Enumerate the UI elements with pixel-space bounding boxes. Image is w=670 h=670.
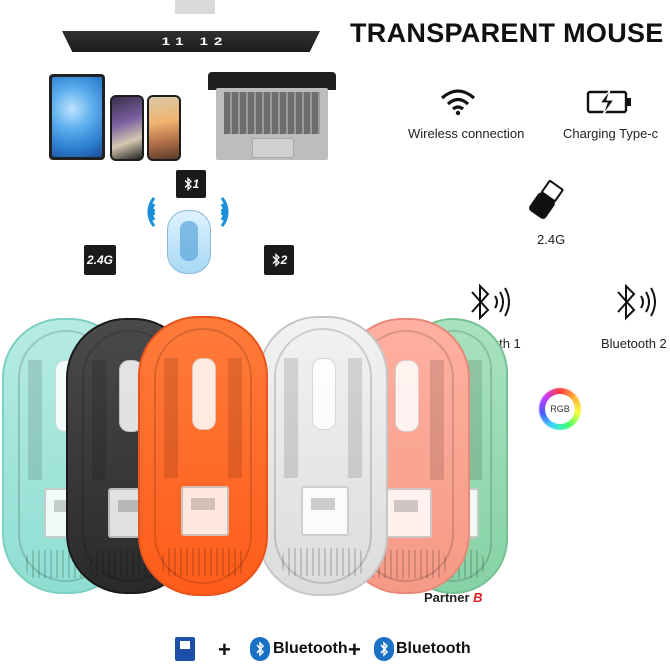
laptop-trackpad <box>252 138 294 158</box>
bluetooth-icon <box>617 283 656 321</box>
bluetooth-word: Bluetooth <box>396 640 471 657</box>
bluetooth-icon <box>272 253 280 267</box>
bluetooth2-badge: 2 <box>264 245 294 275</box>
bluetooth1-badge-label: 1 <box>192 177 200 191</box>
wireless-connection-label: Wireless connection <box>408 126 525 141</box>
plus-sign: + <box>218 637 231 662</box>
laptop-image <box>208 72 336 90</box>
laptop-keyboard <box>224 92 320 134</box>
charging-type-c-label: Charging Type-c <box>563 126 659 141</box>
monitor-text: 11 12 <box>161 35 229 48</box>
partner-logo: B <box>473 590 483 605</box>
phone-image <box>147 95 181 161</box>
wifi-icon <box>440 89 476 116</box>
phone-image <box>110 95 144 161</box>
small-mouse-image <box>167 210 211 274</box>
bluetooth-icon <box>184 177 192 191</box>
mouse-white-image <box>258 316 388 596</box>
bluetooth1-badge: 1 <box>176 170 206 198</box>
rgb-label: RGB <box>545 394 575 424</box>
partner-label: Partner B <box>424 590 483 605</box>
wifi-right-icon <box>220 197 229 227</box>
bluetooth2-badge-label: 2 <box>280 253 288 267</box>
receiver-24g-label: 2.4G <box>537 232 566 247</box>
battery-charging-icon <box>586 89 631 116</box>
bluetooth2-label: Bluetooth 2 <box>601 336 667 351</box>
usb-receiver-icon <box>529 180 564 219</box>
partner-text: Partner <box>424 590 470 605</box>
usb-icon <box>175 637 195 661</box>
monitor-stand <box>175 0 215 14</box>
bluetooth-icon <box>250 637 270 661</box>
bluetooth-icon <box>471 283 510 321</box>
bluetooth-word: Bluetooth <box>273 640 348 657</box>
page-title: TRANSPARENT MOUSE <box>350 18 664 48</box>
wifi-left-icon <box>147 197 156 227</box>
g24-badge: 2.4G <box>84 245 116 275</box>
monitor-image <box>62 31 320 52</box>
mouse-orange-image <box>138 316 268 596</box>
plus-sign: + <box>348 637 361 662</box>
tablet-image <box>49 74 105 160</box>
bluetooth-icon <box>374 637 394 661</box>
